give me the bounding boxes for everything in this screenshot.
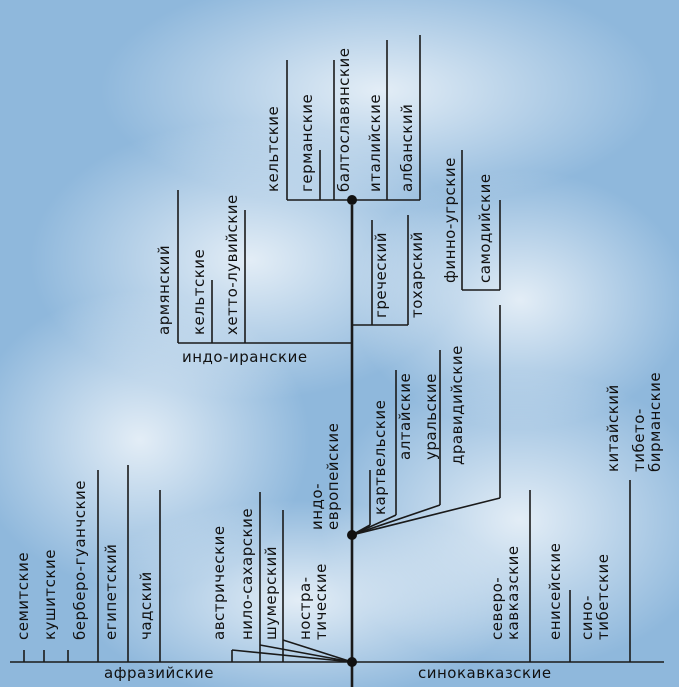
- label-germanic: германские: [298, 93, 316, 192]
- label-sumerian: шумерский: [262, 546, 280, 640]
- label-chadic: чадский: [137, 571, 155, 640]
- label-semitic: семитские: [14, 551, 32, 640]
- label-albanian: албанский: [398, 103, 416, 192]
- label-egyptian: египетский: [102, 543, 120, 640]
- label-nostratic: ностра- тические: [296, 563, 330, 640]
- label-yeniseian: енисейские: [546, 542, 564, 640]
- label-indo-iranian: индо-иранские: [182, 348, 308, 366]
- node-nostratic: [347, 530, 357, 540]
- label-nilo-saharan: нило-сахарские: [238, 507, 256, 640]
- label-cushitic: кушитские: [41, 549, 59, 640]
- label-hittite-luwian: хетто-лувийские: [223, 194, 241, 335]
- label-altaic: алтайские: [396, 372, 414, 460]
- label-italic: италийские: [366, 93, 384, 192]
- label-armenian: армянский: [155, 244, 173, 335]
- label-austric: австрические: [210, 525, 228, 640]
- label-dravidian: дравидийские: [448, 345, 466, 465]
- label-afrasian: афразийские: [104, 664, 214, 682]
- label-tibeto-burman: тибето- бирманские: [630, 371, 664, 472]
- label-kartvelian: картвельские: [371, 399, 389, 515]
- label-chinese: китайский: [604, 384, 622, 472]
- label-finno-ugric: финно-угрские: [441, 157, 459, 283]
- node-root: [347, 657, 357, 667]
- label-indo-european: индо- европейские: [308, 422, 342, 530]
- label-celtic-top: кельтские: [264, 105, 282, 192]
- label-tocharian: тохарский: [408, 231, 426, 318]
- label-balto-slavic: балтославянские: [335, 47, 353, 192]
- label-samoyedic: самодийские: [476, 173, 494, 283]
- label-sino-tibetan: сино- тибетские: [578, 553, 612, 641]
- label-sino-caucasian: синокавказские: [418, 664, 552, 682]
- label-berber: берберо-гуанчские: [71, 480, 89, 640]
- label-uralic: уральские: [422, 373, 440, 460]
- label-celtic-left: кельтские: [190, 248, 208, 335]
- label-greek: греческий: [372, 231, 390, 318]
- label-north-caucasian: северо- кавказские: [488, 545, 522, 640]
- node-top: [347, 195, 357, 205]
